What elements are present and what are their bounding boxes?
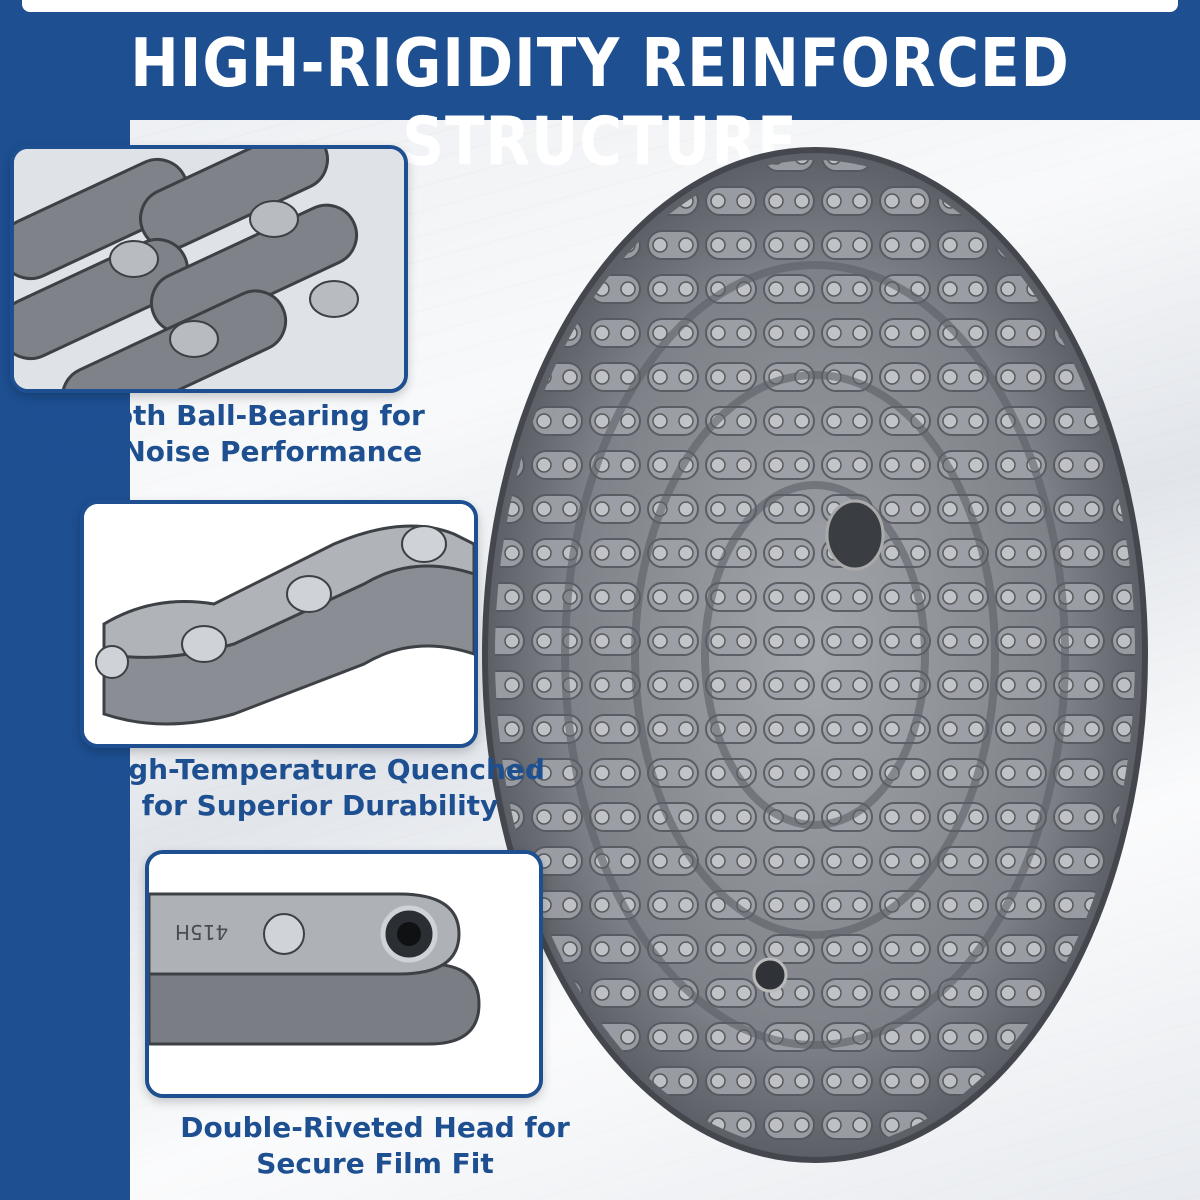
feature-panel-double-riveted	[145, 850, 543, 1098]
caption-line: High-Temperature Quenched	[95, 753, 545, 786]
header-banner: HIGH-RIGIDITY REINFORCED STRUCTURE	[0, 0, 1200, 180]
caption-line: Low-Noise Performance	[47, 435, 423, 468]
feature-caption-ball-bearing: Smooth Ball-Bearing for Low-Noise Perfor…	[20, 398, 450, 470]
caption-line: Smooth Ball-Bearing for	[45, 399, 425, 432]
page-title: HIGH-RIGIDITY REINFORCED STRUCTURE	[130, 24, 1070, 181]
feature-panel-quenched	[80, 500, 478, 748]
feature-caption-quenched: High-Temperature Quenched for Superior D…	[80, 752, 560, 824]
chain-links-closeup-icon	[84, 504, 474, 744]
caption-line: Secure Film Fit	[256, 1147, 494, 1180]
chain-coil-image	[482, 147, 1148, 1163]
caption-line: Double-Riveted Head for	[180, 1111, 570, 1144]
chain-end-link-icon	[149, 854, 539, 1094]
feature-panel-ball-bearing	[10, 145, 408, 393]
double-chain-closeup-icon	[14, 149, 404, 389]
feature-caption-double-riveted: Double-Riveted Head for Secure Film Fit	[150, 1110, 600, 1182]
link-marking-label: 415H	[175, 920, 229, 944]
header-top-strip	[22, 0, 1178, 12]
caption-line: for Superior Durability	[141, 789, 499, 822]
